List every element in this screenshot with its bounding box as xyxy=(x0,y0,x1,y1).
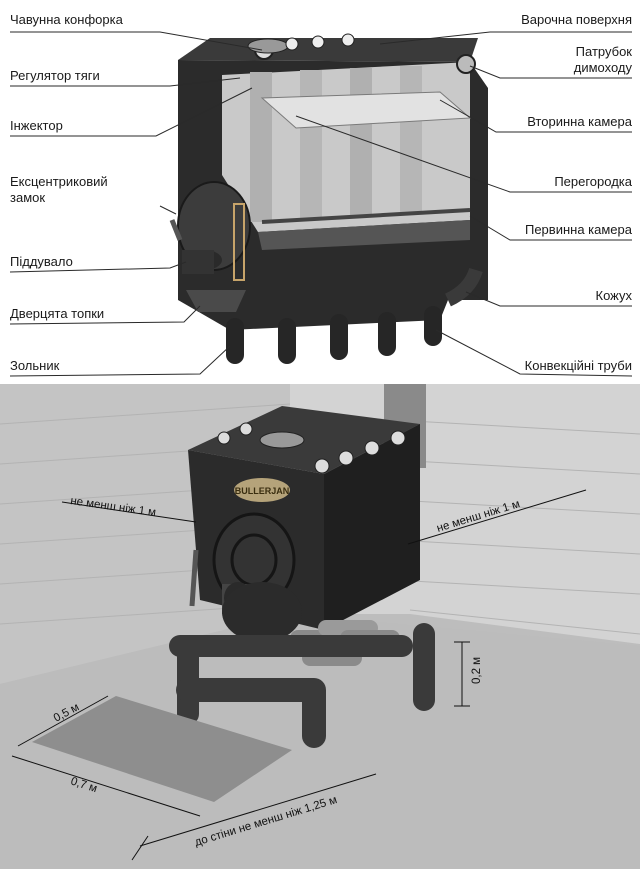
convection-pipe xyxy=(226,318,244,364)
leader-line xyxy=(295,115,632,193)
eccentric-lock xyxy=(189,549,199,607)
stove-side xyxy=(324,424,420,630)
burner-ring xyxy=(364,440,380,456)
casing-edge xyxy=(444,267,483,307)
installation-svg: BULLERJAN не менш ніж 1 м не менш ніж 1 … xyxy=(0,384,640,869)
installation-diagram: BULLERJAN не менш ніж 1 м не менш ніж 1 … xyxy=(0,384,640,869)
stove-cutaway-svg: Чавунна конфорка Регулятор тяги Інжектор… xyxy=(9,12,633,377)
label-draft-regulator: Регулятор тяги xyxy=(10,68,100,83)
label-chimney-pipe-2: димоходу xyxy=(574,60,633,75)
burner-ring xyxy=(239,422,253,436)
leader-line xyxy=(469,65,632,79)
lower-chamber-edge xyxy=(258,220,470,250)
leader-line xyxy=(439,99,632,133)
convection-pipe xyxy=(424,306,442,346)
primary-chamber-wall xyxy=(261,208,471,224)
leader-line xyxy=(159,205,177,215)
label-injector: Інжектор xyxy=(10,118,63,133)
logo-text: BULLERJAN xyxy=(235,486,290,496)
floor-sheet xyxy=(32,696,292,802)
convection-pipe xyxy=(278,318,296,364)
burner-ring xyxy=(314,458,330,474)
label-cast-iron-burner: Чавунна конфорка xyxy=(10,12,124,27)
leader-line xyxy=(9,261,187,273)
label-eccentric-lock-1: Ексцентриковий xyxy=(10,174,108,189)
leader-line xyxy=(9,305,201,325)
partition-plate xyxy=(260,91,472,129)
label-chimney-pipe-1: Патрубок xyxy=(576,44,633,59)
leader-line xyxy=(9,345,231,377)
stove-bottom xyxy=(222,582,302,642)
burner-ring xyxy=(285,37,299,51)
eccentric-lock xyxy=(169,219,183,241)
label-firebox-door: Дверцята топки xyxy=(10,306,104,321)
burner-ring xyxy=(338,450,354,466)
leader-line xyxy=(10,77,241,87)
label-height: 0,2 м xyxy=(471,657,483,684)
interior-pipe xyxy=(250,72,272,222)
convection-pipe xyxy=(378,312,396,356)
chimney-pipe xyxy=(456,54,476,74)
leader-line xyxy=(435,329,633,377)
burner-ring xyxy=(217,431,231,445)
label-primary-chamber: Первинна камера xyxy=(525,222,633,237)
burner-ring xyxy=(390,430,406,446)
stove-structure-diagram: Чавунна конфорка Регулятор тяги Інжектор… xyxy=(0,0,640,384)
leader-line xyxy=(465,291,632,307)
interior-pipe xyxy=(400,66,422,212)
label-casing: Кожух xyxy=(596,288,633,303)
label-convection-pipes: Конвекційні труби xyxy=(525,358,632,373)
leader-line xyxy=(10,87,253,137)
door-frame xyxy=(233,203,245,281)
interior-pipe xyxy=(300,70,322,220)
label-blower: Піддувало xyxy=(10,254,73,269)
label-secondary-chamber: Вторинна камера xyxy=(527,114,633,129)
ash-pan xyxy=(186,290,246,312)
label-eccentric-lock-2: замок xyxy=(10,190,45,205)
label-partition: Перегородка xyxy=(554,174,632,189)
label-ash-pan: Зольник xyxy=(10,358,60,373)
leader-line xyxy=(10,31,263,51)
stove-top-surface xyxy=(178,38,478,62)
cast-iron-burner xyxy=(259,431,305,449)
burner-ring xyxy=(311,35,325,49)
dimension-lines xyxy=(11,489,587,861)
burner-ring xyxy=(341,33,355,47)
label-cooking-surface: Варочна поверхня xyxy=(521,12,632,27)
blower xyxy=(182,250,214,274)
cast-iron-burner xyxy=(247,38,289,54)
leader-line xyxy=(379,31,632,45)
stand-bar-front xyxy=(176,678,326,748)
leader-line xyxy=(469,215,632,241)
convection-pipe xyxy=(330,314,348,360)
logo-plate xyxy=(234,478,290,502)
